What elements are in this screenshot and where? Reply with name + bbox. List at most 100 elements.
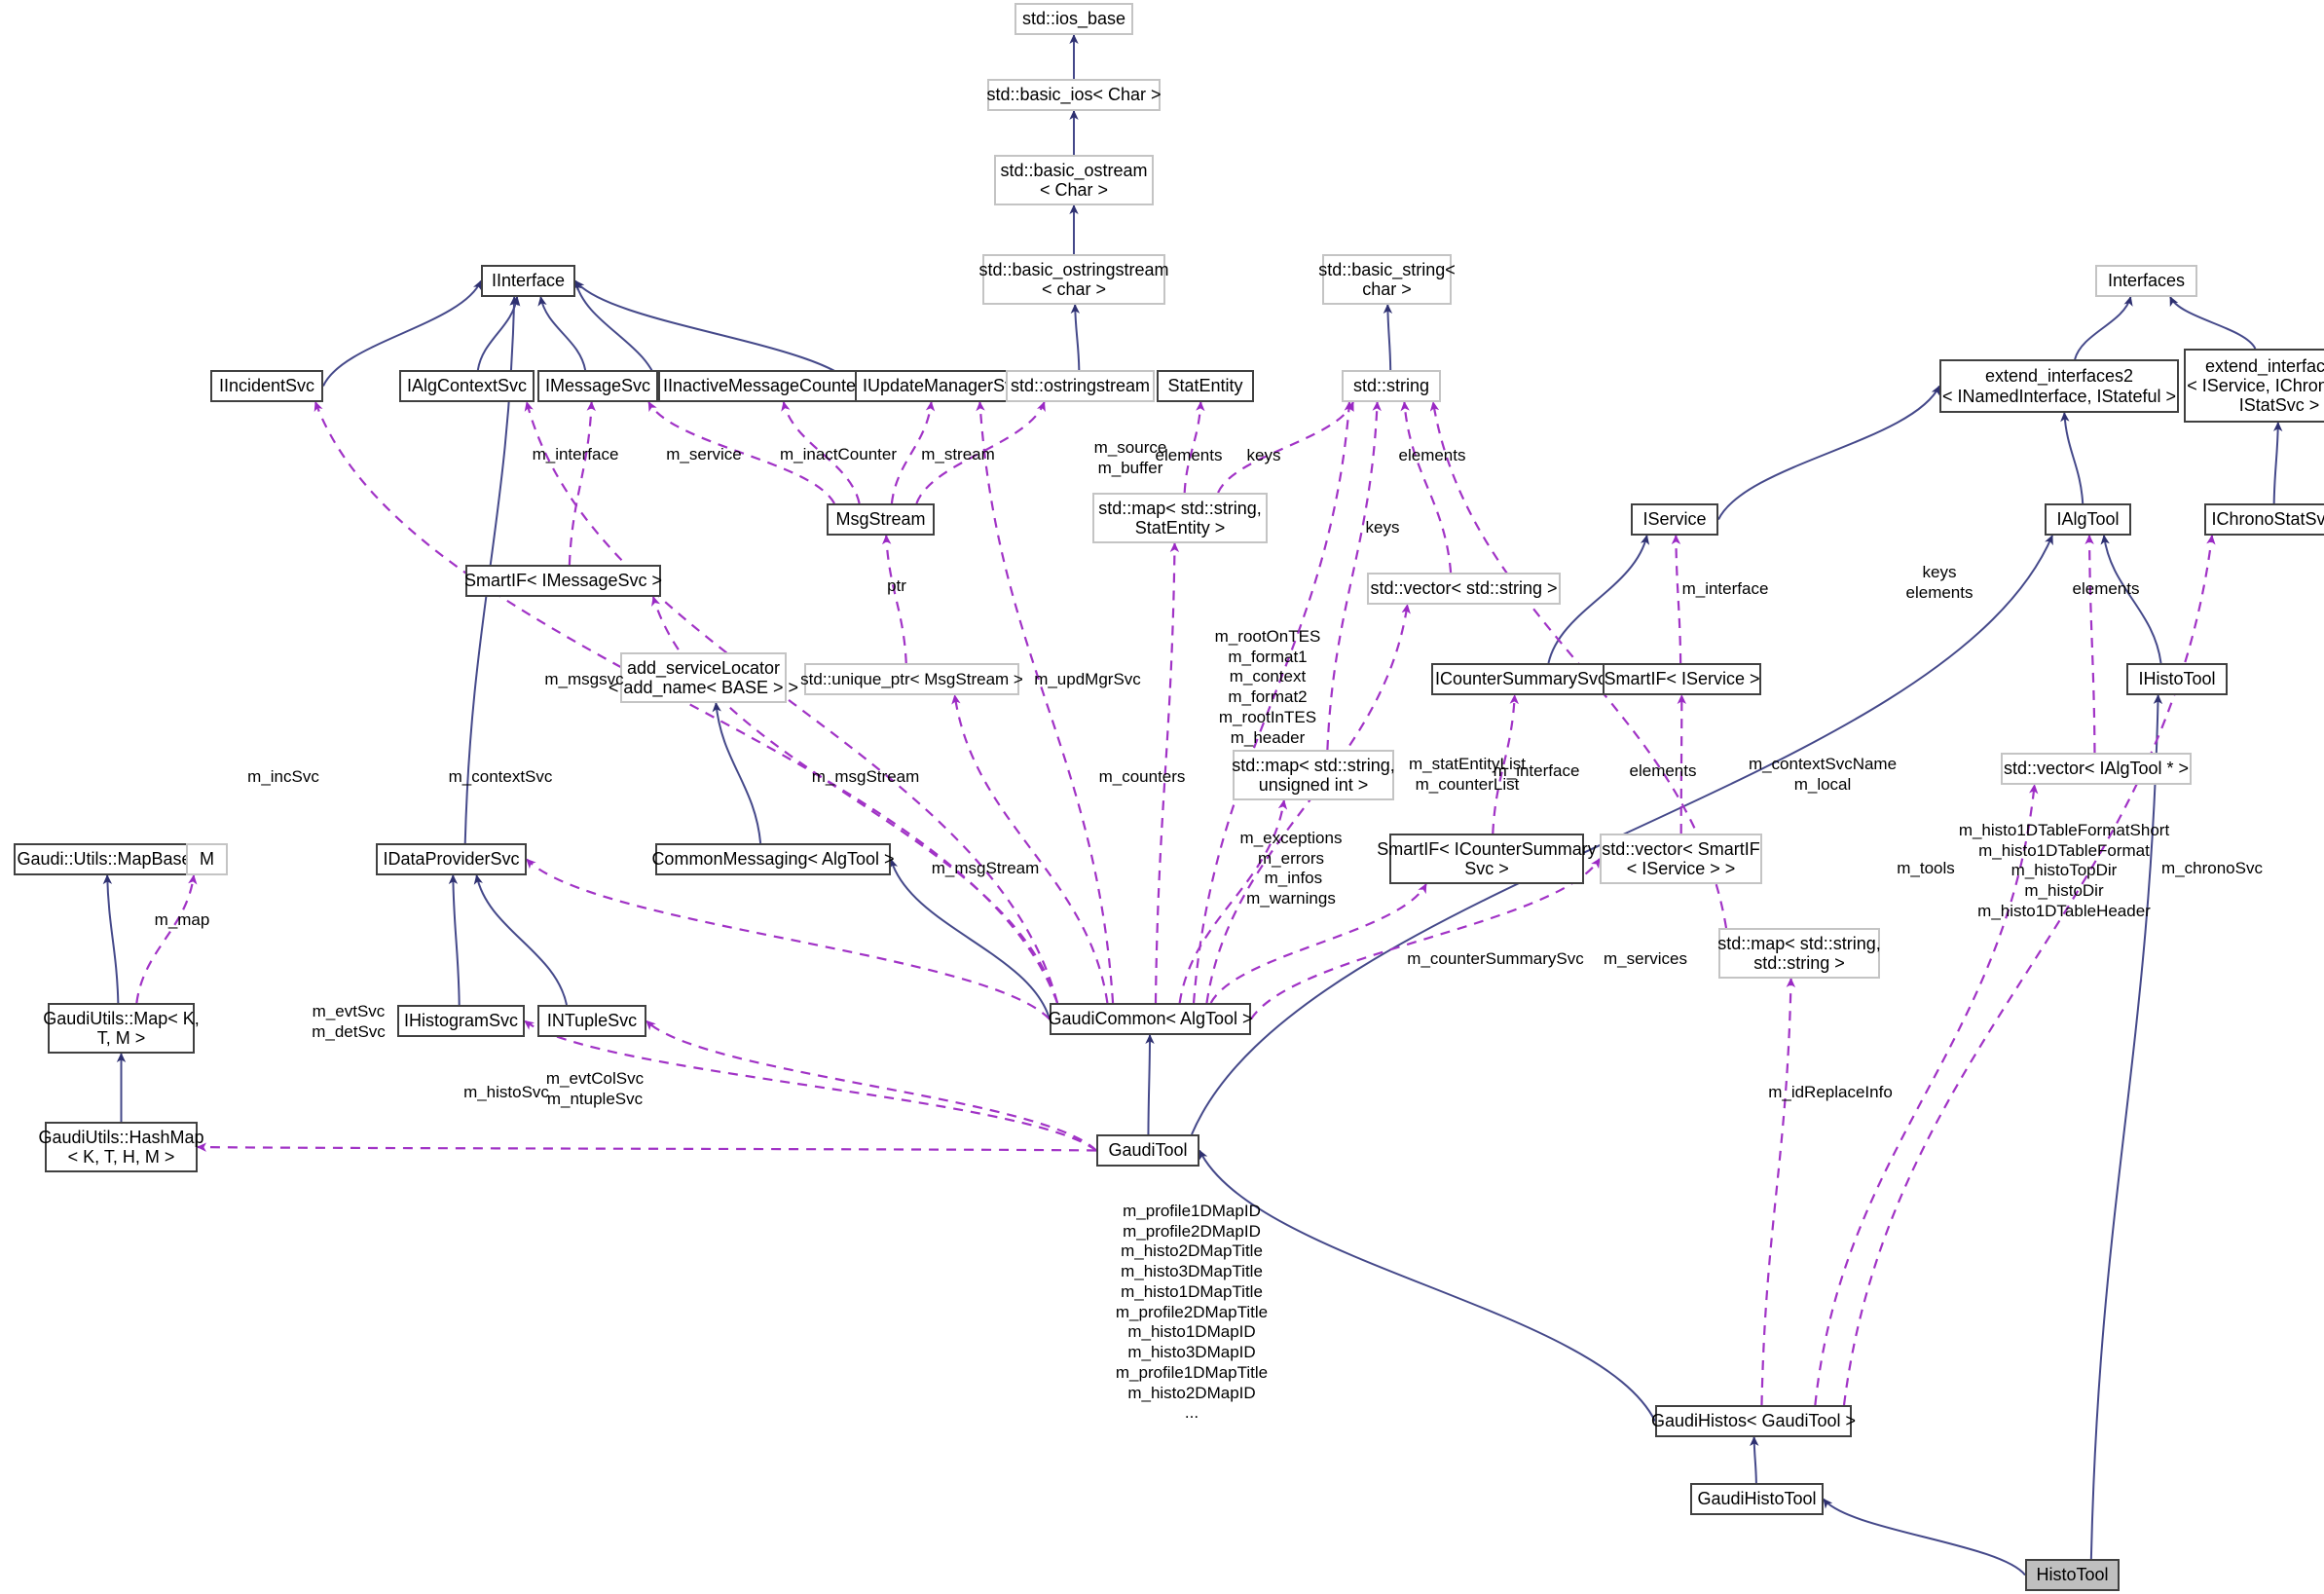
edge-label-l_attr_root: m_rootOnTES m_format1 m_context m_format…: [1214, 627, 1321, 747]
edge-label-l_histo_attrs: m_histo1DTableFormatShort m_histo1DTable…: [1958, 821, 2170, 920]
class-node-map_string_statentity[interactable]: std::map< std::string, StatEntity >: [1092, 493, 1268, 543]
edge-label-l_m_incsvc: m_incSvc: [247, 767, 319, 786]
class-node-gauditool[interactable]: GaudiTool: [1096, 1134, 1199, 1167]
edge-label-l_m_stream: m_stream: [921, 445, 995, 463]
usage-edge: [881, 535, 907, 664]
class-node-basic_ostream[interactable]: std::basic_ostream < Char >: [994, 155, 1154, 205]
class-node-interfaces[interactable]: Interfaces: [2095, 265, 2197, 297]
usage-edge: [1760, 978, 1796, 1406]
class-node-intuplesvc[interactable]: INTupleSvc: [537, 1005, 646, 1037]
edge-label-l_m_tools: m_tools: [1897, 859, 1955, 877]
class-node-iservice[interactable]: IService: [1631, 503, 1718, 536]
usage-edge: [2084, 535, 2096, 754]
edge-label-l_m_exceptions: m_exceptions m_errors m_infos m_warnings: [1239, 829, 1343, 908]
class-node-iupdatemanagersvc[interactable]: IUpdateManagerSvc: [855, 370, 1030, 402]
class-node-vector_smartif_iservice[interactable]: std::vector< SmartIF < IService > >: [1600, 834, 1762, 884]
class-node-basic_ostringstream[interactable]: std::basic_ostringstream < char >: [978, 254, 1169, 305]
usage-edge: [526, 858, 1051, 1020]
class-node-smartif_icountersummary[interactable]: SmartIF< ICounterSummary Svc >: [1377, 834, 1597, 884]
inheritance-edge: [1717, 385, 1940, 520]
class-node-unique_ptr_msgstream[interactable]: std::unique_ptr< MsgStream >: [800, 663, 1023, 695]
class-node-ios_base[interactable]: std::ios_base: [1014, 3, 1133, 35]
class-node-gaudihistos[interactable]: GaudiHistos< GaudiTool >: [1651, 1405, 1856, 1437]
class-node-gaudiutils_hashmap[interactable]: GaudiUtils::HashMap < K, T, H, M >: [38, 1122, 204, 1172]
class-node-map_string_string[interactable]: std::map< std::string, std::string >: [1717, 928, 1881, 979]
class-node-idataprovidersvc[interactable]: IDataProviderSvc: [376, 843, 527, 875]
edge-label-l_m_service: m_service: [666, 445, 742, 463]
class-node-extend_interfaces3[interactable]: extend_interfaces3 < IService, IChronoSv…: [2184, 349, 2324, 423]
inheritance-edge: [1383, 304, 1393, 371]
edge-label-l_m_msgstream_2: m_msgStream: [931, 859, 1040, 877]
inheritance-edge: [102, 874, 120, 1004]
class-node-iinactivemessagecounter[interactable]: IInactiveMessageCounter: [658, 370, 867, 402]
class-node-ihistogramsvc[interactable]: IHistogramSvc: [397, 1005, 525, 1037]
edge-label-l_m_contextsvc: m_contextSvc: [448, 767, 553, 786]
class-node-commonmessaging[interactable]: CommonMessaging< AlgTool >: [651, 843, 895, 875]
usage-edge: [524, 401, 1059, 1004]
class-node-extend_interfaces2[interactable]: extend_interfaces2 < INamedInterface, IS…: [1939, 359, 2179, 413]
class-node-iincidentsvc[interactable]: IIncidentSvc: [210, 370, 323, 402]
edge-label-l_m_idreplaceinfo: m_idReplaceInfo: [1768, 1083, 1893, 1101]
class-node-iinterface[interactable]: IInterface: [481, 265, 575, 297]
usage-edge: [1400, 401, 1453, 574]
class-node-imessagesvc[interactable]: IMessageSvc: [537, 370, 658, 402]
class-node-statentity[interactable]: StatEntity: [1157, 370, 1254, 402]
edge-label-l_elements_3: elements: [2072, 579, 2140, 598]
inheritance-edge: [2060, 412, 2084, 504]
class-node-smartif_imessagesvc[interactable]: SmartIF< IMessageSvc >: [464, 565, 662, 597]
edge-label-l_m_source_buffer: m_source m_buffer: [1093, 438, 1167, 477]
edge-label-l_keys_elements: keys elements: [1905, 563, 1974, 602]
class-node-ialgcontextsvc[interactable]: IAlgContextSvc: [399, 370, 535, 402]
edge-label-l_ptr: ptr: [887, 576, 906, 595]
edge-label-l_elements_4: elements: [1629, 761, 1697, 780]
inheritance-edge: [1145, 1034, 1155, 1135]
class-node-gaudihistotool[interactable]: GaudiHistoTool: [1690, 1483, 1824, 1515]
class-node-mapbase[interactable]: Gaudi::Utils::MapBase: [14, 843, 195, 875]
class-node-stdstring[interactable]: std::string: [1342, 370, 1441, 402]
usage-edge: [1217, 401, 1354, 494]
edge-label-l_m_map: m_map: [154, 910, 210, 929]
class-node-histotool[interactable]: HistoTool: [2025, 1559, 2120, 1591]
usage-edge: [951, 694, 1109, 1004]
class-node-vector_string[interactable]: std::vector< std::string >: [1367, 573, 1561, 605]
class-node-ostringstream[interactable]: std::ostringstream: [1006, 370, 1155, 402]
inheritance-edge: [889, 858, 1051, 1019]
class-node-msgstream[interactable]: MsgStream: [827, 503, 935, 536]
edge-label-l_m_evtsvc_detsvc: m_evtSvc m_detSvc: [312, 1002, 386, 1041]
class-node-ihistotool[interactable]: IHistoTool: [2126, 663, 2228, 695]
class-node-gaudicommon[interactable]: GaudiCommon< AlgTool >: [1048, 1003, 1253, 1035]
inheritance-edge: [2169, 296, 2257, 350]
inheritance-edge: [1750, 1436, 1759, 1484]
edge-label-l_m_msgstream_1: m_msgStream: [811, 767, 920, 786]
edge-label-l_elements_2: elements: [1398, 446, 1466, 464]
class-node-vector_ialgtool_ptr[interactable]: std::vector< IAlgTool * >: [2001, 753, 2192, 785]
inheritance-edge: [448, 874, 461, 1006]
class-node-ialgtool[interactable]: IAlgTool: [2045, 503, 2131, 536]
edge-label-l_elements_1: elements: [1155, 446, 1223, 464]
edge-label-l_m_inactcounter: m_inactCounter: [779, 445, 898, 463]
class-node-ichronostatsvc[interactable]: IChronoStatSvc: [2204, 503, 2324, 536]
class-node-gaudiutils_map[interactable]: GaudiUtils::Map< K, T, M >: [43, 1003, 200, 1054]
edge-label-l_m_interface_1: m_interface: [532, 445, 619, 463]
edge-label-l_gauditool_attrs: m_profile1DMapID m_profile2DMapID m_hist…: [1115, 1202, 1269, 1423]
class-node-smartif_iservice[interactable]: SmartIF< IService >: [1603, 663, 1761, 695]
class-node-icountersummarysvc[interactable]: ICounterSummarySvc: [1431, 663, 1610, 695]
class-node-basic_string[interactable]: std::basic_string< char >: [1318, 254, 1456, 305]
class-node-add_servicelocator[interactable]: add_serviceLocator < add_name< BASE > >: [609, 652, 798, 703]
usage-edge: [646, 1019, 1097, 1152]
class-node-m_box[interactable]: M: [186, 843, 228, 875]
inheritance-edge: [1547, 535, 1650, 664]
usage-edge: [135, 874, 198, 1004]
class-node-basic_ios[interactable]: std::basic_ios< Char >: [986, 79, 1162, 111]
edge-label-l_m_statentitylist: m_statEntityList m_counterList: [1409, 755, 1526, 794]
edge-label-l_m_counters: m_counters: [1098, 767, 1186, 786]
edge-label-l_m_interface_3: m_interface: [1493, 761, 1580, 780]
class-node-map_string_uint[interactable]: std::map< std::string, unsigned int >: [1232, 750, 1395, 800]
edge-label-l_m_evtcolsvc: m_evtColSvc m_ntupleSvc: [545, 1069, 645, 1108]
inheritance-edge: [712, 702, 762, 844]
edge-label-l_m_chronosvc: m_chronoSvc: [2161, 859, 2263, 877]
inheritance-edge: [473, 874, 568, 1006]
usage-edge: [1671, 535, 1682, 664]
usage-edge: [568, 401, 596, 566]
